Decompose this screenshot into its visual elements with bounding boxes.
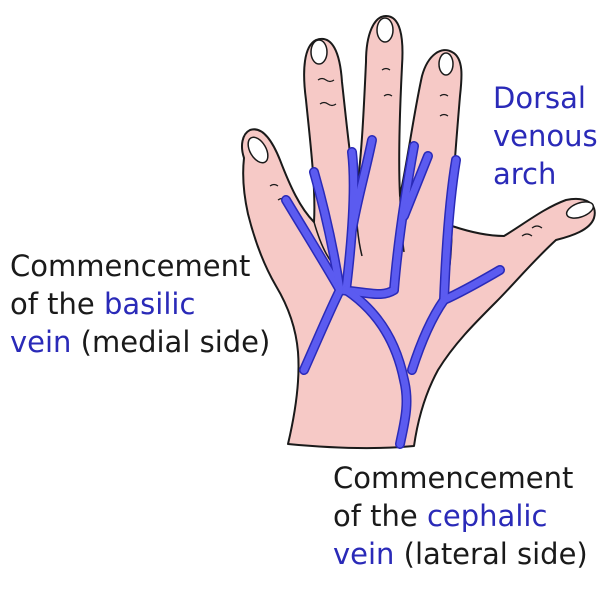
dorsal-venous-arch-label: Dorsal venous arch (493, 79, 598, 193)
basilic-label-line2: of the basilic (10, 285, 270, 323)
basilic-side-text: (medial side) (71, 325, 270, 359)
cephalic-term: cephalic (427, 499, 547, 533)
dorsal-label-line1: Dorsal (493, 79, 598, 117)
fingernail-ring (311, 40, 327, 64)
cephalic-side-text: (lateral side) (394, 537, 587, 571)
basilic-vein-label: Commencement of the basilic vein (medial… (10, 247, 270, 361)
dorsal-label-line2: venous (493, 117, 598, 155)
cephalic-label-line3: vein (lateral side) (333, 535, 588, 573)
basilic-vein-term: vein (10, 325, 71, 359)
basilic-label-prefix: of the (10, 287, 104, 321)
dorsal-label-line3: arch (493, 155, 598, 193)
cephalic-label-prefix: of the (333, 499, 427, 533)
cephalic-vein-label: Commencement of the cephalic vein (later… (333, 459, 588, 573)
cephalic-label-line2: of the cephalic (333, 497, 588, 535)
basilic-term: basilic (104, 287, 195, 321)
fingernail-index (439, 53, 453, 75)
cephalic-label-line1: Commencement (333, 459, 588, 497)
basilic-label-line3: vein (medial side) (10, 323, 270, 361)
basilic-label-line1: Commencement (10, 247, 270, 285)
cephalic-vein-term: vein (333, 537, 394, 571)
fingernail-middle (377, 18, 393, 42)
